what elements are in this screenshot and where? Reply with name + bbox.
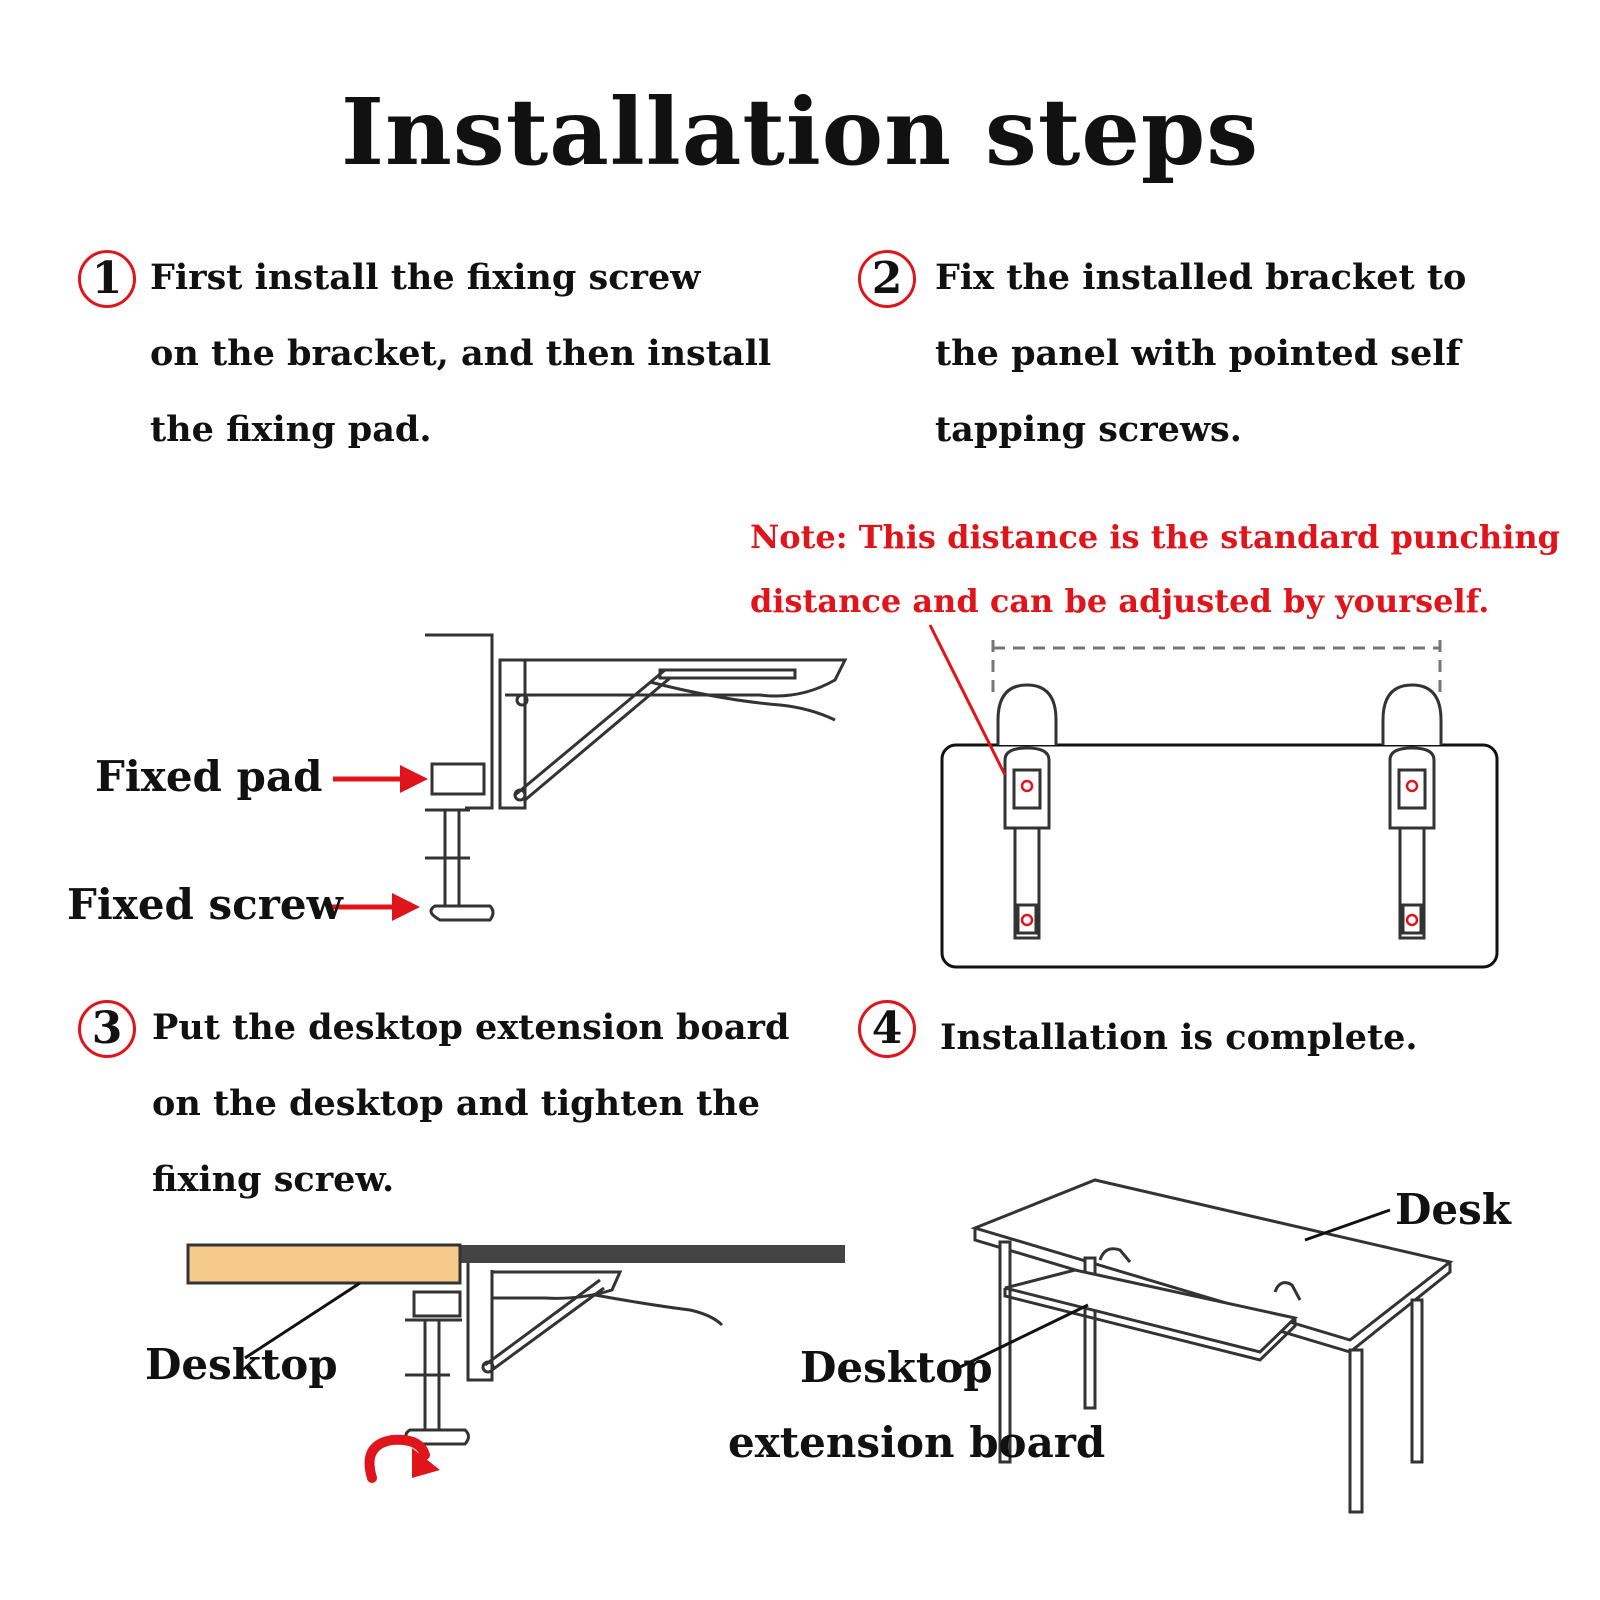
tighten-rotation-arrow xyxy=(364,1434,430,1483)
fixed-pad-shape xyxy=(430,762,486,796)
step-2-line-2: the panel with pointed self xyxy=(935,333,1461,374)
self-tapping-screw-holes xyxy=(1020,779,1419,927)
extension-board-label-line-2: extension board xyxy=(728,1418,1106,1467)
step-2-text: Fix the installed bracket to the panel w… xyxy=(935,240,1466,468)
step-1-number-badge: 1 xyxy=(78,250,136,308)
extension-board-label-line-1: Desktop xyxy=(800,1343,993,1392)
fixed-pad-label: Fixed pad xyxy=(95,752,323,801)
fixed-screw-arrowhead xyxy=(392,893,420,921)
step-2-line-1: Fix the installed bracket to xyxy=(935,257,1467,298)
punching-distance-note: Note: This distance is the standard punc… xyxy=(750,505,1570,633)
desktop-label: Desktop xyxy=(145,1340,338,1389)
left-bracket-shape xyxy=(996,683,1058,940)
step-1-line-1: First install the fixing screw xyxy=(150,257,701,298)
desk-label: Desk xyxy=(1395,1185,1511,1234)
step-2-number-badge: 2 xyxy=(858,250,916,308)
page-title: Installation steps xyxy=(340,78,1259,186)
step-1-line-3: the fixing pad. xyxy=(150,409,432,450)
step-4-number-badge: 4 xyxy=(858,1000,916,1058)
fixed-pad-arrowhead xyxy=(400,765,428,793)
fixed-screw-label: Fixed screw xyxy=(67,880,343,929)
step-1-line-2: on the bracket, and then install xyxy=(150,333,772,374)
panel-shape xyxy=(940,743,1499,969)
punching-distance-line xyxy=(991,640,1442,700)
extension-board-leader-line xyxy=(957,1303,1089,1370)
fixed-screw-shape xyxy=(425,808,495,922)
note-line-2: distance and can be adjusted by yourself… xyxy=(750,582,1490,620)
step-3-line-1: Put the desktop extension board xyxy=(152,1007,790,1048)
step-2-line-3: tapping screws. xyxy=(935,409,1242,450)
step-4-line-1: Installation is complete. xyxy=(940,1017,1418,1058)
right-bracket-shape xyxy=(1381,683,1443,940)
note-line-1: Note: This distance is the standard punc… xyxy=(750,518,1560,556)
desktop-board-shape xyxy=(186,1243,462,1285)
step-3-line-3: fixing screw. xyxy=(152,1159,395,1200)
tighten-rotation-arrowhead xyxy=(412,1448,440,1478)
desk-slab-shape xyxy=(405,1245,845,1263)
step-1-text: First install the fixing screw on the br… xyxy=(150,240,771,468)
desktop-leader-line xyxy=(244,1281,361,1360)
step-3-text: Put the desktop extension board on the d… xyxy=(152,990,789,1218)
desk-leader-line xyxy=(1304,1208,1391,1242)
step-3-line-2: on the desktop and tighten the xyxy=(152,1083,761,1124)
step-4-text: Installation is complete. xyxy=(940,1000,1418,1076)
note-pointer-line xyxy=(928,624,1007,776)
step-3-number-badge: 3 xyxy=(78,1000,136,1058)
